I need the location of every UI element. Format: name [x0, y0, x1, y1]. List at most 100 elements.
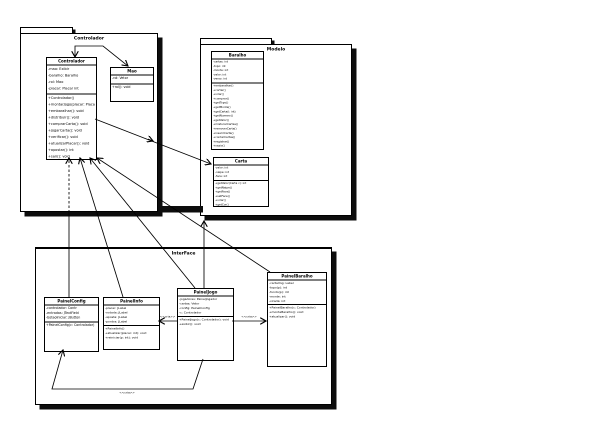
connector-controlador-carta	[94, 118, 211, 164]
method: +setFace()	[215, 194, 230, 198]
method: +getMonte()	[213, 105, 231, 109]
method: +PainelJogo(c: Controlador): void	[179, 318, 229, 322]
class-title: PainelBaralho	[268, 273, 326, 281]
attribute: -monte: int	[269, 295, 286, 299]
class-painelconfig: PainelConfig -controlador: Contr-entrada…	[44, 297, 99, 352]
attribute: -rol: Vetor	[112, 76, 129, 80]
class-mao: Mao -rol: Vetor +rol(): void	[110, 67, 154, 102]
method: +atualizar(placar: int): void	[105, 331, 147, 336]
method: +vazio()	[213, 144, 225, 148]
attributes-compartment: -mao: Exibir-baralho: Baralho-rol: Mao-p…	[47, 66, 96, 95]
method: +Controlador()	[48, 96, 75, 100]
class-baralho: Baralho -cartas: int-topo: int-monte: in…	[211, 51, 264, 150]
attribute: -naipe: int	[215, 170, 230, 174]
attributes-compartment: -cartaImg: Label-topo(p): int-fundo(p): …	[268, 281, 326, 305]
class-carta: Carta -valor: int-naipe: int-face: int +…	[213, 157, 269, 207]
attribute: -placar: JLabel	[105, 306, 127, 311]
class-title: PainelConfig	[45, 298, 98, 306]
class-controlador: Controlador -mao: Exibir -baralho: Baralh…	[46, 57, 97, 160]
attribute: -fundo(p): int	[269, 290, 289, 295]
cria-label-painelconfig: <<cria>>	[119, 391, 135, 395]
method: +jogarCarta(): void	[48, 128, 82, 133]
method: +PainelBaralho(c: Controlador)	[269, 306, 316, 310]
connector-controlador-mao	[75, 45, 128, 66]
method: +contarCartas()	[213, 136, 236, 140]
method: +sair(): void	[48, 154, 70, 159]
methods-compartment: +getValor(Carta c): int+getNaipe()+getFa…	[214, 181, 268, 207]
package-controlador-label: Controlador	[73, 36, 105, 41]
method: +PainelConfig(c: Controlador)	[46, 323, 95, 327]
method: +virar()	[215, 199, 226, 203]
attribute: -config: PainelConfig	[179, 306, 210, 311]
methods-compartment: +PainelConfig(c: Controlador)	[45, 323, 98, 329]
attribute: -mao: Exibir	[48, 67, 70, 71]
methods-compartment: +embaralhar()+cortar()+virar()+comprar()…	[212, 84, 263, 149]
attribute: -aposta: JLabel	[105, 315, 128, 320]
attribute: -rodada: JLabel	[105, 311, 128, 315]
method: +getValor(Carta c): int	[215, 182, 247, 185]
method: +misturarCartas()	[213, 123, 239, 127]
method: +getCor()	[215, 203, 229, 207]
attribute: -topo: int	[213, 64, 226, 68]
methods-compartment: +PainelBaralho(c: Controlador)+monteBara…	[268, 305, 326, 320]
methods-compartment: +PainelInfo()+atualizar(placar: int): vo…	[104, 326, 159, 341]
attribute: -valor: int	[215, 166, 229, 170]
attributes-compartment: -controlador: Contr-entradas: JTextField…	[45, 306, 98, 323]
connector-painelinfo-controlador	[80, 158, 124, 298]
method: +inserirCarta()	[213, 131, 234, 135]
method: +embaralhar(): void	[48, 109, 84, 113]
method: +getCarta(i: int)	[213, 110, 236, 114]
attribute: -rol: Mao	[48, 80, 64, 84]
method: +getNaipe()	[215, 186, 232, 190]
method: +verificar(): void	[48, 135, 78, 139]
attribute: -topo(p): int	[269, 286, 287, 290]
attribute: -valor: int	[213, 73, 227, 77]
method: +getTopo()	[213, 101, 229, 105]
attributes-compartment: -jogadores: PainelJogador-cartas: Vetor-…	[178, 297, 233, 317]
cria-label-painelbaralho: <<cria>>	[241, 315, 257, 319]
method: +exibir(): void	[179, 322, 201, 327]
method: +rol(): void	[112, 85, 131, 89]
attributes-compartment: -cartas: int-topo: int-monte: int-valor:…	[212, 60, 263, 84]
class-title: Baralho	[212, 52, 263, 60]
method: +PainelInfo()	[105, 327, 125, 331]
method: +registrar()	[213, 140, 230, 144]
attribute: -face: int	[215, 175, 228, 179]
package-modelo-label: Modelo	[266, 47, 286, 52]
method: +virar()	[213, 93, 224, 97]
attributes-compartment: -valor: int-naipe: int-face: int	[214, 166, 268, 181]
methods-compartment: +rol(): void	[111, 85, 153, 91]
attribute: -verso: int	[213, 77, 227, 81]
connector-paineljogo-controlador	[90, 158, 196, 289]
attribute: -baralho: Baralho	[48, 73, 79, 78]
methods-compartment: +Controlador() +montarJogo(placar: Placar…	[47, 95, 96, 160]
class-title: Carta	[214, 158, 268, 166]
attribute: -cartas: Vetor	[179, 302, 200, 306]
method: +getValor()	[213, 118, 229, 122]
class-paineljogo: PainelJogo -jogadores: PainelJogador-car…	[177, 288, 234, 361]
cria-label-painelinfo: <<cria>>	[159, 315, 176, 319]
class-title: Controlador	[47, 58, 96, 66]
method: +comprar()	[213, 97, 230, 101]
connector-controlador-carta-midarrow	[148, 139, 153, 141]
connector-painelbaralho-controlador	[97, 158, 271, 273]
method: +montarJogo(placar: Placar int): void	[48, 102, 95, 107]
attribute: -monte: int	[213, 69, 229, 73]
attributes-compartment: -rol: Vetor	[111, 76, 153, 85]
class-painelbaralho: PainelBaralho -cartaImg: Label-topo(p): …	[267, 272, 327, 367]
method: +cortar()	[213, 88, 226, 92]
method: +apostar(): int	[48, 148, 74, 152]
class-title: PainelInfo	[104, 298, 159, 306]
class-title: PainelJogo	[178, 289, 233, 297]
attribute: -entradas: JTextField	[46, 310, 79, 315]
method: +atualizarPlacar(): void	[48, 141, 90, 146]
attribute: -controlador: Contr	[46, 306, 77, 310]
method: +getNumero()	[213, 114, 233, 118]
attribute: -virada: int	[269, 299, 286, 304]
attribute: -jogadores: PainelJogador	[179, 297, 218, 302]
method: +getFace()	[215, 190, 231, 194]
methods-compartment: +PainelJogo(c: Controlador): void+exibir…	[178, 317, 233, 327]
method: +reiniciar(p: int): void	[105, 336, 139, 340]
